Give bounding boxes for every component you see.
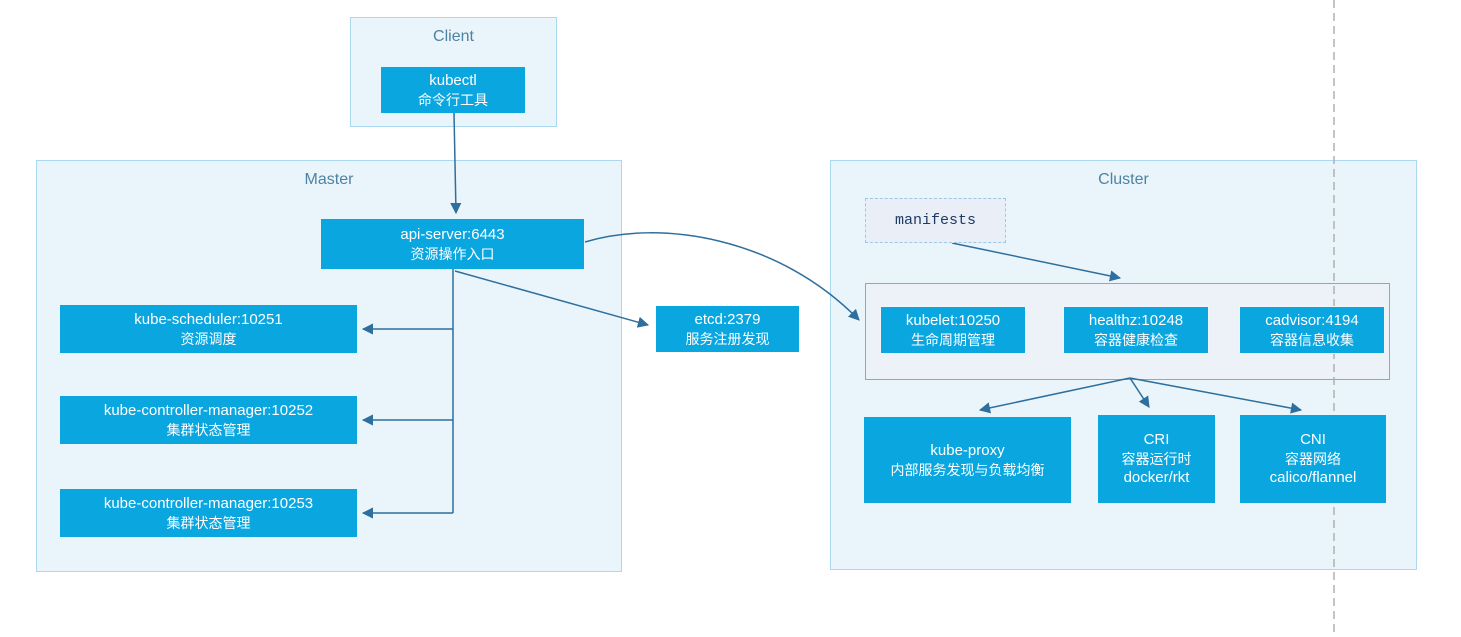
node-kube-proxy-desc: 内部服务发现与负载均衡 — [890, 461, 1045, 478]
node-kcm10253-name: kube-controller-manager:10253 — [103, 495, 314, 513]
node-api-server: api-server:6443 资源操作入口 — [321, 219, 584, 269]
node-kubelet-name: kubelet:10250 — [905, 312, 1001, 330]
node-kubectl: kubectl 命令行工具 — [381, 67, 525, 113]
node-cni: CNI 容器网络 calico/flannel — [1240, 415, 1386, 503]
node-kube-proxy-name: kube-proxy — [930, 442, 1005, 460]
node-cni-name: CNI — [1300, 431, 1326, 449]
node-cadvisor-name: cadvisor:4194 — [1265, 312, 1359, 330]
node-healthz-name: healthz:10248 — [1088, 312, 1184, 330]
node-api-server-desc: 资源操作入口 — [410, 245, 495, 262]
node-cni-sub: calico/flannel — [1269, 469, 1357, 487]
node-manifests: manifests — [865, 198, 1006, 243]
node-kubectl-name: kubectl — [429, 72, 477, 90]
node-cri-desc: 容器运行时 — [1121, 450, 1192, 467]
node-cri: CRI 容器运行时 docker/rkt — [1098, 415, 1215, 503]
node-kube-proxy: kube-proxy 内部服务发现与负载均衡 — [864, 417, 1071, 503]
node-cadvisor-desc: 容器信息收集 — [1270, 331, 1354, 348]
node-kubelet-desc: 生命周期管理 — [911, 331, 995, 348]
node-cni-desc: 容器网络 — [1285, 450, 1341, 467]
node-kube-controller-manager-10253: kube-controller-manager:10253 集群状态管理 — [60, 489, 357, 537]
node-cri-sub: docker/rkt — [1123, 469, 1190, 487]
node-kubectl-desc: 命令行工具 — [418, 91, 488, 108]
node-api-server-name: api-server:6443 — [400, 226, 505, 244]
node-etcd-name: etcd:2379 — [694, 311, 761, 329]
node-cadvisor: cadvisor:4194 容器信息收集 — [1239, 306, 1385, 354]
node-etcd: etcd:2379 服务注册发现 — [656, 306, 799, 352]
node-kcm10253-desc: 集群状态管理 — [166, 514, 251, 531]
node-kube-scheduler-desc: 资源调度 — [180, 330, 237, 347]
node-kube-scheduler: kube-scheduler:10251 资源调度 — [60, 305, 357, 353]
node-manifests-label: manifests — [894, 212, 976, 229]
client-title: Client — [433, 28, 474, 45]
node-kcm10252-desc: 集群状态管理 — [166, 421, 251, 438]
node-healthz: healthz:10248 容器健康检查 — [1063, 306, 1209, 354]
node-healthz-desc: 容器健康检查 — [1094, 331, 1178, 348]
master-title: Master — [304, 171, 354, 188]
node-kcm10252-name: kube-controller-manager:10252 — [103, 402, 314, 420]
node-kube-controller-manager-10252: kube-controller-manager:10252 集群状态管理 — [60, 396, 357, 444]
node-etcd-desc: 服务注册发现 — [685, 330, 770, 347]
cluster-title: Cluster — [1098, 171, 1149, 188]
node-kubelet: kubelet:10250 生命周期管理 — [880, 306, 1026, 354]
node-kube-scheduler-name: kube-scheduler:10251 — [134, 311, 283, 329]
node-cri-name: CRI — [1143, 431, 1170, 449]
